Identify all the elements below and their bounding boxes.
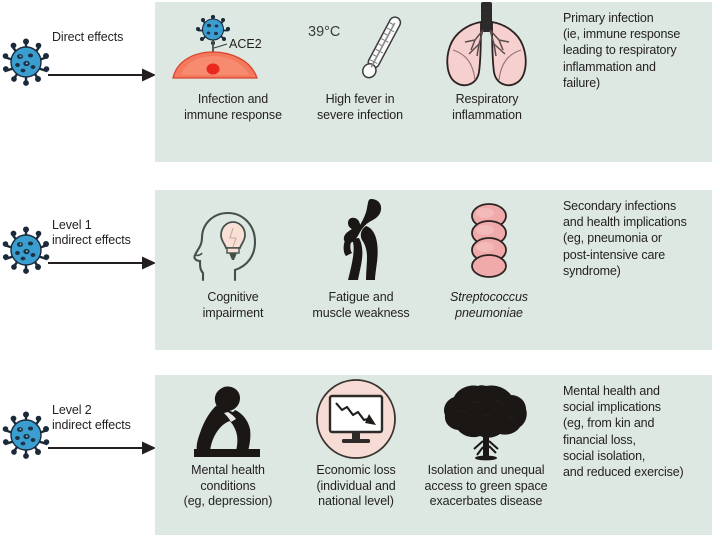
cell-green-space-access: Isolation and unequal access to green sp… <box>405 375 567 535</box>
arrow-right-icon <box>48 64 156 86</box>
cell-caption: Economic loss (individual and national l… <box>316 463 396 508</box>
fatigued-person-icon <box>326 196 396 280</box>
cell-respiratory-inflammation: Respiratory inflammation <box>417 2 557 162</box>
thermometer-icon: 39°C <box>302 10 418 86</box>
coronavirus-icon <box>2 226 50 274</box>
cell-cognitive-impairment: Cognitive impairment <box>163 190 303 350</box>
stage-direct-effects: Direct effects <box>0 2 156 162</box>
cell-high-fever: 39°C <box>295 2 425 162</box>
row-direct-effects: Direct effects <box>0 2 720 162</box>
stage-label: Level 1 indirect effects <box>52 218 131 247</box>
infected-cell-ace2-icon: ACE2 <box>167 12 299 86</box>
cell-streptococcus-pneumoniae: Streptococcus pneumoniae <box>419 190 559 350</box>
temperature-label: 39°C <box>308 24 340 40</box>
streptococcus-bacteria-icon <box>459 202 519 280</box>
cell-caption: Respiratory inflammation <box>452 92 522 122</box>
panel-level-1-indirect-effects: Cognitive impairment Fatigue and muscle … <box>155 190 712 350</box>
ace2-label: ACE2 <box>229 37 262 51</box>
cell-caption: Cognitive impairment <box>202 290 264 320</box>
row-level-1-indirect-effects: Level 1 indirect effects <box>0 190 720 350</box>
stage-label: Direct effects <box>52 30 124 44</box>
cell-infection-immune-response: ACE2 Infection and immune response <box>163 2 303 162</box>
cell-mental-health-conditions: Mental health conditions (eg, depression… <box>157 375 299 535</box>
panel-direct-effects: ACE2 Infection and immune response 39°C <box>155 2 712 162</box>
cell-fatigue-muscle-weakness: Fatigue and muscle weakness <box>295 190 427 350</box>
coronavirus-icon <box>2 38 50 86</box>
arrow-right-icon <box>48 437 156 459</box>
stage-level-1-indirect-effects: Level 1 indirect effects <box>0 190 156 350</box>
stage-level-2-indirect-effects: Level 2 indirect effects <box>0 375 156 535</box>
outcome-text: Primary infection (ie, immune response l… <box>563 11 681 90</box>
lungs-icon <box>439 0 535 90</box>
cell-economic-loss: Economic loss (individual and national l… <box>293 375 419 535</box>
coronavirus-icon <box>2 411 50 459</box>
cell-caption: High fever in severe infection <box>317 92 403 122</box>
stage-label: Level 2 indirect effects <box>52 403 131 432</box>
head-lightbulb-icon <box>185 208 281 282</box>
monitor-declining-chart-icon <box>314 377 398 461</box>
panel-level-2-indirect-effects: Mental health conditions (eg, depression… <box>155 375 712 535</box>
row-level-2-indirect-effects: Level 2 indirect effects <box>0 375 720 535</box>
depressed-person-icon <box>180 383 276 459</box>
outcome-text: Mental health and social implications (e… <box>563 384 684 480</box>
cell-caption: Infection and immune response <box>184 92 282 122</box>
cell-caption: Streptococcus pneumoniae <box>450 290 528 320</box>
cell-caption: Fatigue and muscle weakness <box>312 290 410 320</box>
cell-caption: Mental health conditions (eg, depression… <box>183 463 273 508</box>
arrow-right-icon <box>48 252 156 274</box>
cell-caption: Isolation and unequal access to green sp… <box>424 463 548 508</box>
outcome-text: Secondary infections and health implicat… <box>563 199 687 278</box>
tree-icon <box>438 383 534 461</box>
